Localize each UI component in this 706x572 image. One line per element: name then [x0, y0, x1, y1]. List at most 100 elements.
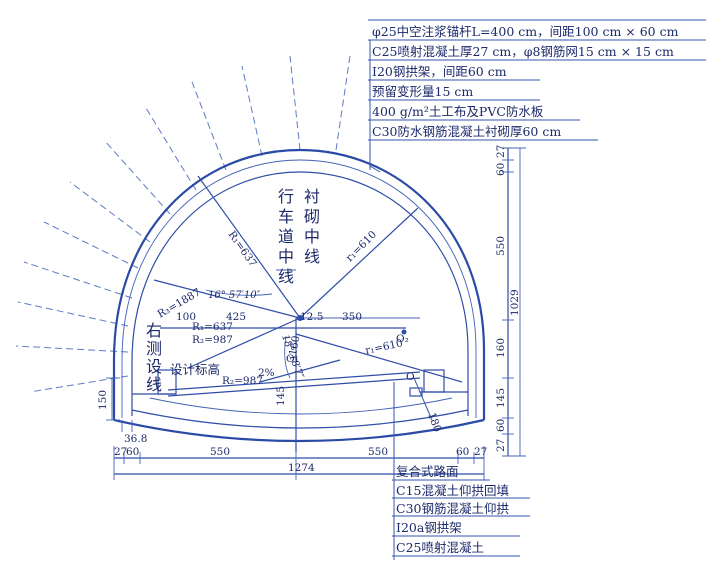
anchor-bolt — [69, 181, 151, 243]
dim-425-label: 425 — [226, 311, 246, 323]
angle-arc — [284, 335, 291, 379]
spec-label-c30-invert: C30钢筋混凝土仰拱 — [396, 501, 509, 516]
center-o2-label: O₂ — [396, 333, 409, 345]
radius-r1-left-label: R₁=637 — [226, 229, 259, 269]
vertical-char: 道 — [278, 227, 294, 246]
anchor-bolt — [191, 81, 227, 171]
spec-label-lining: C30防水钢筋混凝土衬砌厚60 cm — [372, 124, 561, 139]
anchor-bolt — [23, 261, 133, 299]
dim-27-top: 27 — [495, 145, 507, 158]
anchor-bolts — [15, 55, 351, 393]
radius-r1-left — [197, 175, 301, 319]
radius-r1-right-label: r₁=610 — [344, 229, 379, 264]
vertical-char: 衬 — [304, 187, 320, 206]
dim-12-5-label: 12.5 — [300, 311, 323, 323]
invert-outer — [113, 418, 485, 443]
invert-inner — [131, 409, 469, 429]
bottom-dimensions — [113, 446, 485, 480]
vertical-char: 中 — [304, 227, 320, 246]
anchor-bolt — [289, 55, 301, 151]
radius-r2-line — [187, 317, 301, 369]
spec-label-c15-fill: C15混凝土仰拱回填 — [396, 483, 509, 498]
dim-60-right-bottom: 60 — [456, 446, 469, 458]
survey-line-label: 右 测 设 线 — [146, 321, 162, 394]
leader-lines — [369, 40, 395, 560]
dim-150-label: 150 — [97, 390, 109, 410]
top-leader-arrow — [369, 165, 381, 173]
dim-1274-total: 1274 — [288, 462, 315, 474]
vertical-char: 线 — [146, 375, 162, 394]
middle-lining-outline — [121, 159, 477, 418]
dim-180-line — [413, 377, 433, 421]
lining-centerline-label: 衬 砌 中 线 — [304, 187, 320, 266]
top-label-table — [368, 19, 706, 141]
inner-lining-outline — [131, 171, 469, 416]
tunnel-lining — [112, 148, 486, 443]
spec-label-waterproof: 400 g/m²土工布及PVC防水板 — [372, 104, 544, 119]
dim-550-right: 550 — [495, 236, 507, 256]
vertical-char: 车 — [278, 207, 294, 226]
anchor-bolt — [241, 65, 263, 157]
center-point-o1 — [297, 315, 303, 321]
vertical-char: 右 — [146, 321, 162, 340]
anchor-bolt — [145, 107, 197, 191]
dim-1029-right: 1029 — [509, 289, 521, 316]
anchor-bolt — [43, 221, 139, 269]
spec-label-shotcrete: C25喷射混凝土厚27 cm，φ8钢筋网15 cm × 15 cm — [372, 44, 674, 59]
dim-60-left: 60 — [126, 446, 139, 458]
dim-160-inner-label: 160 — [287, 335, 302, 357]
radius-r1-lower-label: r₁=610 — [364, 337, 404, 357]
road-surface-line — [167, 371, 421, 391]
outer-lining-outline — [112, 148, 486, 420]
dim-350-label: 350 — [342, 311, 362, 323]
radius-r1-horizontal-label: R₁=637 — [192, 321, 233, 333]
bottom-label-table — [392, 479, 530, 557]
dim-145-inner-label: 145 — [275, 386, 287, 406]
vertical-char: 线 — [278, 267, 294, 286]
vertical-char: 线 — [304, 247, 320, 266]
anchor-bolt — [17, 301, 129, 327]
dim-60-top: 60 — [495, 163, 507, 176]
right-dimensions — [502, 147, 526, 457]
angle-label-top: 16° 57′10″ — [208, 290, 261, 301]
design-elevation-label: 设计标高 — [170, 362, 220, 377]
anchor-bolt — [103, 139, 171, 215]
vertical-char: 砌 — [304, 207, 320, 226]
vertical-char: 测 — [146, 339, 162, 358]
geometry-lines — [153, 175, 463, 452]
radius-r2-label: R₂=987 — [192, 334, 233, 346]
dim-36-8-label: 36.8 — [124, 433, 147, 445]
radius-r1-right — [299, 207, 419, 319]
center-point-o2 — [401, 329, 407, 335]
dim-60-bottom: 60 — [495, 419, 507, 432]
vertical-char: 中 — [278, 247, 294, 266]
invert-fill-line — [149, 397, 453, 415]
arrow-2-percent — [259, 359, 341, 383]
anchor-bolt — [15, 345, 129, 353]
spec-label-i20a: I20a钢拱架 — [396, 520, 462, 535]
road-surface-line — [167, 377, 421, 397]
lane-centerline-label: 行 车 道 中 线 — [278, 187, 294, 286]
dim-550-right-bottom: 550 — [368, 446, 388, 458]
vertical-char: 行 — [278, 187, 294, 206]
vertical-char: 设 — [146, 357, 162, 376]
radius-r1-lower — [295, 333, 463, 383]
spec-label-deformation: 预留变形量15 cm — [372, 84, 473, 99]
spec-label-anchor-bolt: φ25中空注浆锚杆L=400 cm，间距100 cm × 60 cm — [372, 24, 679, 39]
dim-100-label: 100 — [176, 311, 196, 323]
center-o-label: O — [406, 371, 415, 383]
dim-160-right: 160 — [495, 338, 507, 358]
road-structure — [132, 369, 468, 397]
dim-27-right-bottom: 27 — [474, 446, 487, 458]
spec-label-c25: C25喷射混凝土 — [396, 540, 484, 555]
spec-label-steel-arch: I20钢拱架，间距60 cm — [372, 64, 507, 79]
dim-145-right: 145 — [495, 388, 507, 408]
radius-r2-lower-label: R₂=987 — [222, 375, 263, 387]
spec-label-road: 复合式路面 — [396, 464, 459, 479]
anchor-bolt — [335, 55, 351, 151]
slope-label: 2% — [258, 367, 275, 379]
dim-27-left: 27 — [114, 446, 127, 458]
angle-arc-top — [205, 289, 273, 296]
